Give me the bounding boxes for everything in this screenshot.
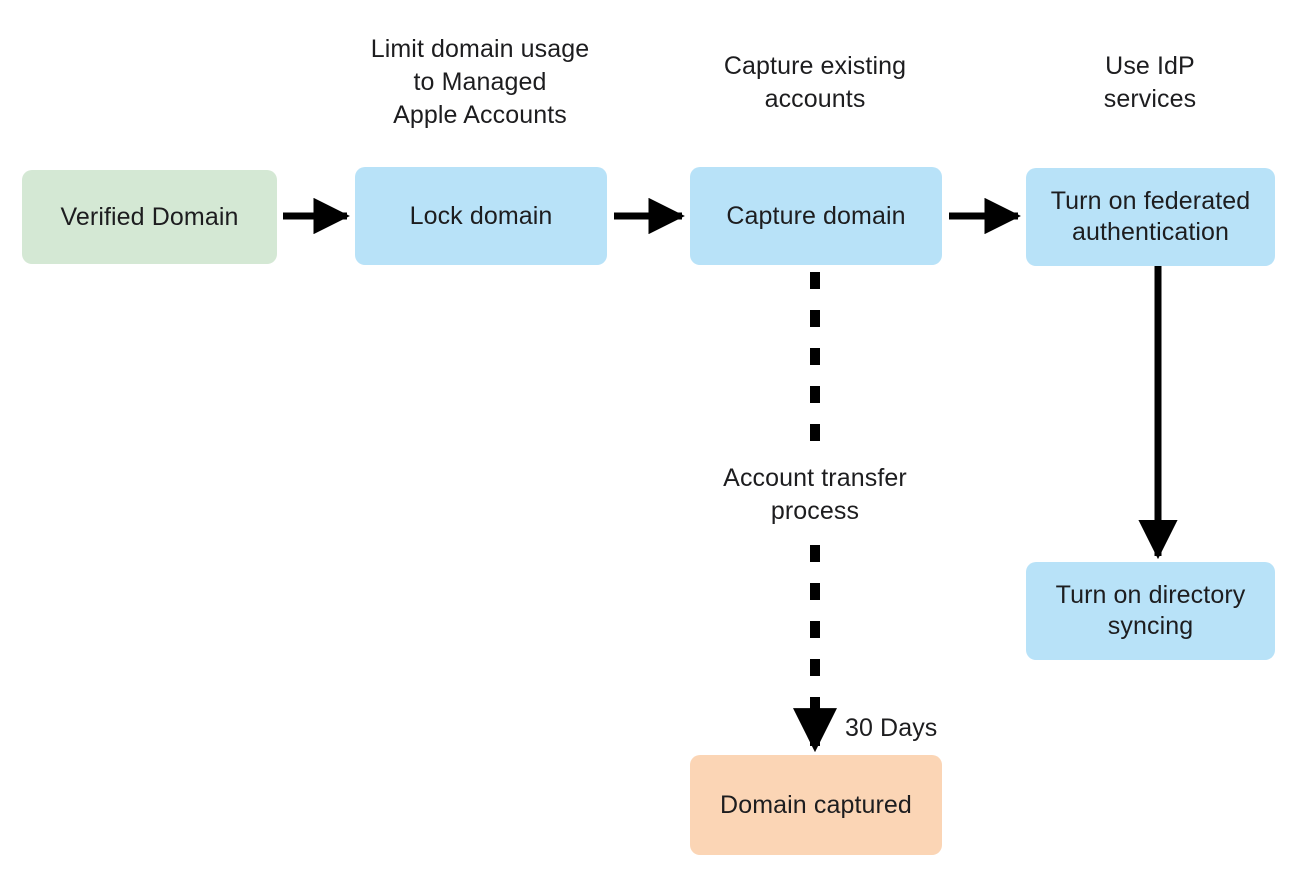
caption-federated-authentication: Use IdP services (1103, 52, 1197, 113)
node-lock-domain[interactable]: Lock domain (355, 167, 607, 265)
node-domain-captured[interactable]: Domain captured (690, 755, 942, 855)
node-verified-domain[interactable]: Verified Domain (22, 170, 277, 264)
caption-capture-domain: Capture existing accounts (723, 52, 907, 113)
node-turn-on-federated-authentication[interactable]: Turn on federated authentication (1026, 168, 1275, 266)
node-turn-on-directory-syncing[interactable]: Turn on directory syncing (1026, 562, 1275, 660)
edge-label-30-days: 30 Days (845, 714, 938, 742)
node-capture-domain[interactable]: Capture domain (690, 167, 942, 265)
edge-label-account-transfer-process: Account transfer process (723, 464, 907, 525)
caption-lock-domain: Limit domain usage to Managed Apple Acco… (370, 35, 590, 129)
